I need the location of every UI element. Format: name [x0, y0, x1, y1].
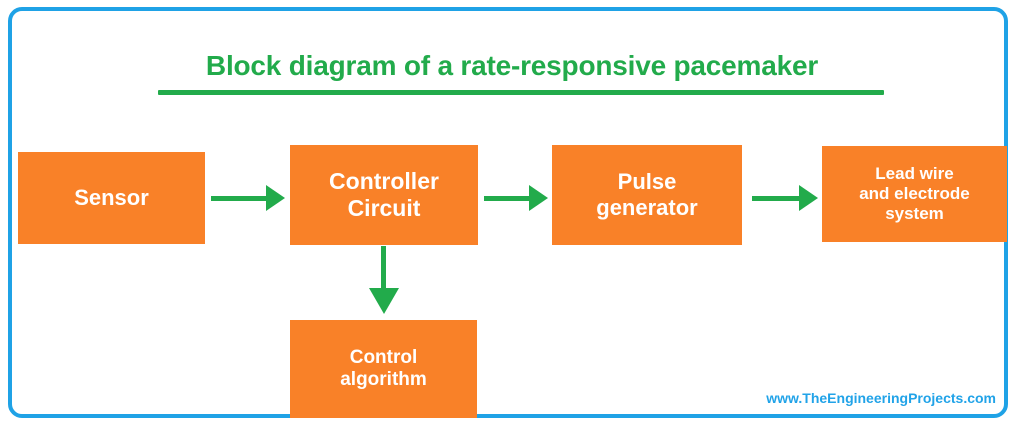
- block-sensor: Sensor: [18, 152, 205, 244]
- arrow-shaft: [381, 246, 386, 290]
- arrow-head: [799, 185, 818, 211]
- block-pulse-generator-label: Pulse generator: [596, 169, 698, 220]
- block-control-algorithm-label: Control algorithm: [340, 346, 427, 390]
- block-sensor-label: Sensor: [74, 185, 149, 211]
- page-title: Block diagram of a rate-responsive pacem…: [205, 50, 819, 81]
- arrow-shaft: [211, 196, 267, 201]
- arrow-right-icon-sensor-to-controller: [211, 185, 285, 211]
- watermark-url: www.TheEngineeringProjects.com: [766, 390, 996, 406]
- arrow-right-icon-pulse-to-lead: [752, 185, 818, 211]
- block-pulse-generator: Pulse generator: [552, 145, 742, 245]
- arrow-head: [529, 185, 548, 211]
- block-controller-circuit: Controller Circuit: [290, 145, 478, 245]
- arrow-head: [369, 288, 399, 314]
- title-underline: [158, 90, 884, 95]
- arrow-right-icon-controller-to-pulse: [484, 185, 548, 211]
- arrow-down-icon-controller-to-algorithm: [369, 246, 399, 314]
- block-lead-wire-electrode-system: Lead wire and electrode system: [822, 146, 1007, 242]
- arrow-head: [266, 185, 285, 211]
- block-controller-circuit-label: Controller Circuit: [329, 167, 439, 221]
- block-lead-wire-electrode-system-label: Lead wire and electrode system: [859, 163, 970, 224]
- arrow-shaft: [752, 196, 800, 201]
- block-control-algorithm: Control algorithm: [290, 320, 477, 418]
- arrow-shaft: [484, 196, 530, 201]
